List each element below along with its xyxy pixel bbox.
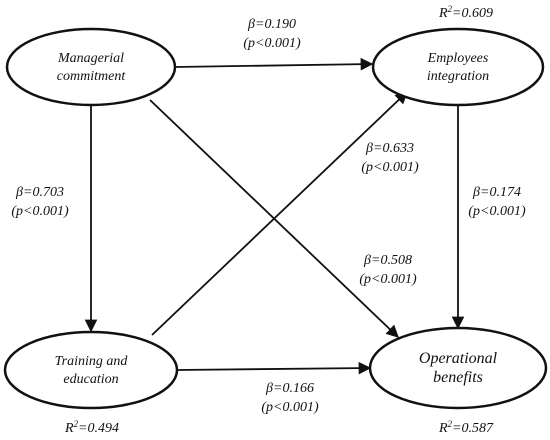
path-label-training-operational: β=0.166 (p<0.001) bbox=[261, 381, 319, 415]
arrow-training-to-operational bbox=[176, 361, 372, 375]
beta-value: β=0.190 bbox=[247, 17, 296, 32]
path-label-employees-operational: β=0.174 (p<0.001) bbox=[468, 185, 526, 219]
p-value: (p<0.001) bbox=[11, 204, 69, 219]
arrow-managerial-to-employees bbox=[174, 57, 374, 71]
node-label-line1: Training and bbox=[55, 354, 129, 369]
node-operational-benefits: Operational benefits bbox=[368, 326, 548, 410]
beta-value: β=0.508 bbox=[363, 253, 412, 268]
p-value: (p<0.001) bbox=[361, 160, 419, 175]
beta-value: β=0.703 bbox=[15, 185, 64, 200]
beta-value: β=0.174 bbox=[472, 185, 521, 200]
node-managerial-commitment: Managerial commitment bbox=[5, 27, 177, 107]
p-value: (p<0.001) bbox=[468, 204, 526, 219]
p-value: (p<0.001) bbox=[261, 400, 319, 415]
r2-operational-benefits: R2=0.587 bbox=[438, 419, 494, 436]
path-label-training-employees: β=0.633 (p<0.001) bbox=[361, 141, 419, 175]
node-employees-integration: Employees integration bbox=[371, 27, 545, 107]
r2-employees-integration: R2=0.609 bbox=[438, 4, 493, 21]
node-label-line2: education bbox=[63, 372, 118, 387]
path-label-managerial-training: β=0.703 (p<0.001) bbox=[11, 185, 69, 219]
path-label-managerial-employees: β=0.190 (p<0.001) bbox=[243, 17, 301, 51]
beta-value: β=0.633 bbox=[365, 141, 414, 156]
node-label-line2: benefits bbox=[433, 369, 483, 386]
node-label-line1: Operational bbox=[419, 350, 498, 367]
p-value: (p<0.001) bbox=[359, 272, 417, 287]
path-label-managerial-operational: β=0.508 (p<0.001) bbox=[359, 253, 417, 287]
node-label-line1: Employees bbox=[427, 51, 489, 66]
node-label-line2: integration bbox=[427, 69, 489, 84]
arrow-training-to-employees bbox=[151, 91, 408, 336]
p-value: (p<0.001) bbox=[243, 36, 301, 51]
r2-training-education: R2=0.494 bbox=[64, 419, 119, 436]
node-training-education: Training and education bbox=[3, 330, 179, 410]
beta-value: β=0.166 bbox=[265, 381, 314, 396]
node-label-line1: Managerial bbox=[57, 51, 124, 66]
node-label-line2: commitment bbox=[57, 69, 127, 84]
